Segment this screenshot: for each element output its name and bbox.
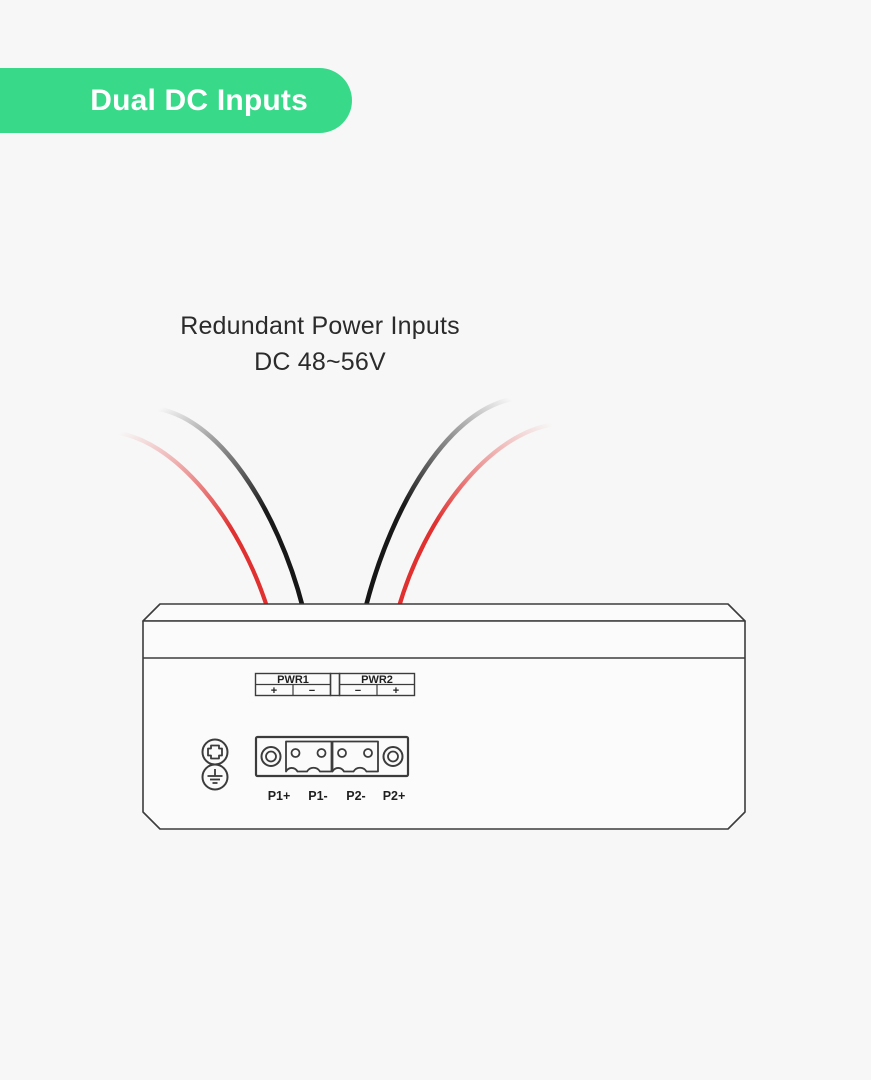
earth-ground-icon: [201, 763, 229, 791]
pwr2-negative-mark: −: [355, 685, 361, 697]
terminal-hole-p2-negative[interactable]: [337, 748, 347, 758]
caption-line-2: DC 48~56V: [254, 348, 386, 376]
silkscreen-power-label-box: PWR1 PWR2 + − − +: [254, 672, 416, 697]
terminal-plug-pwr2[interactable]: [331, 740, 379, 773]
terminal-mount-screw-left[interactable]: [260, 746, 282, 767]
terminal-hole-p2-positive[interactable]: [363, 748, 373, 758]
pin-label-p1-negative: P1-: [308, 789, 327, 803]
badge-label: Dual DC Inputs: [90, 83, 308, 117]
terminal-block[interactable]: [254, 735, 410, 778]
pin-label-p2-positive: P2+: [383, 789, 406, 803]
dual-dc-inputs-badge: Dual DC Inputs: [0, 68, 352, 133]
diagram-caption: Redundant Power Inputs DC 48~56V: [0, 308, 640, 380]
terminal-mount-screw-right[interactable]: [382, 746, 404, 767]
screw-icon: [201, 738, 229, 766]
pin-label-p2-negative: P2-: [346, 789, 365, 803]
terminal-pin-labels: P1+ P1- P2- P2+: [268, 789, 406, 803]
pwr1-label: PWR1: [277, 674, 309, 686]
caption-line-1: Redundant Power Inputs: [180, 312, 460, 340]
terminal-hole-p1-negative[interactable]: [316, 748, 327, 758]
pwr2-label: PWR2: [361, 674, 393, 686]
chassis-top-bevel: [142, 603, 746, 622]
pwr2-positive-mark: +: [393, 685, 399, 697]
ground-icon-group: [201, 738, 229, 791]
terminal-plug-pwr1[interactable]: [285, 740, 333, 773]
chassis-front-face: [142, 620, 746, 830]
terminal-hole-p1-positive[interactable]: [290, 748, 301, 758]
pwr1-negative-mark: −: [309, 685, 315, 697]
device-chassis: [142, 603, 746, 830]
pwr1-positive-mark: +: [271, 685, 277, 697]
pin-label-p1-positive: P1+: [268, 789, 291, 803]
